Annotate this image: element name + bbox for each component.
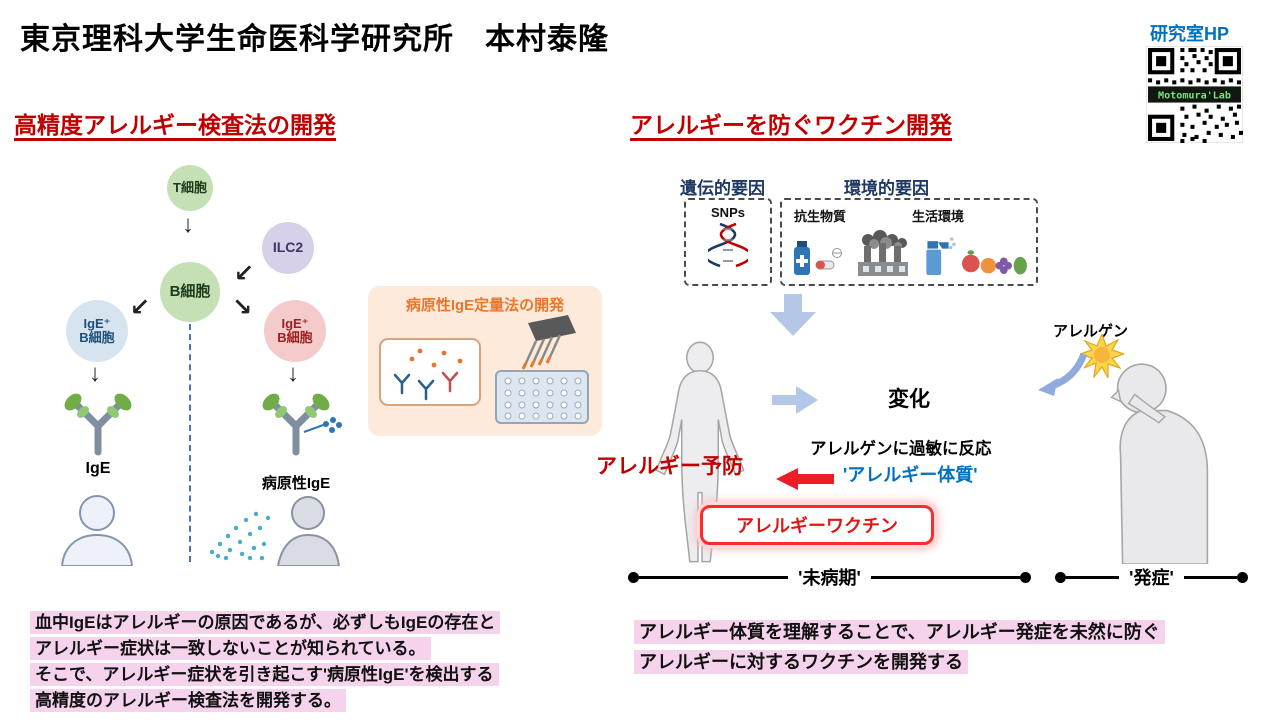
allergen-icon — [1078, 332, 1126, 383]
right-arrow-icon — [772, 386, 818, 419]
arrow-b-to-ige-right-icon: ↘ — [232, 294, 253, 321]
timeline-line — [1183, 575, 1237, 579]
ilc2-node: ILC2 — [262, 222, 314, 274]
living-environment-label: 生活環境 — [912, 209, 965, 224]
ige-label: IgE — [85, 460, 111, 477]
ilc2-label: ILC2 — [272, 239, 304, 256]
right-section-heading: アレルギーを防ぐワクチン開発 — [630, 112, 952, 138]
right-summary-line: アレルギー体質を理解することで、アレルギー発症を未然に防ぐ — [634, 618, 1165, 647]
t-cell-label: T細胞 — [173, 179, 207, 195]
page-title: 東京理科大学生命医科学研究所 本村泰隆 — [20, 23, 609, 56]
sneezing-man-icon — [1096, 350, 1238, 569]
ige-antibody-icon — [58, 392, 138, 461]
ige-b-left-line2: B細胞 — [79, 330, 115, 345]
qr-caption: Motomura'Lab — [1158, 91, 1231, 102]
arrow-to-ige-antibody-icon: ↓ — [89, 360, 101, 387]
constitution-label: 'アレルギー体質' — [843, 465, 978, 485]
timeline-dot — [1237, 571, 1248, 583]
vaccine-label: アレルギーワクチン — [736, 516, 898, 536]
spray-icon — [920, 232, 956, 285]
genetic-factor-label: 遺伝的要因 — [680, 179, 765, 198]
b-cell-label: B細胞 — [169, 282, 211, 300]
right-summary-line: アレルギーに対するワクチンを開発する — [634, 648, 1165, 677]
ige-b-right-line2: B細胞 — [277, 330, 313, 345]
right-summary: アレルギー体質を理解することで、アレルギー発症を未然に防ぐ アレルギーに対するワ… — [634, 618, 1165, 678]
assay-box: 病原性IgE定量法の開発 — [368, 286, 602, 436]
sneezing-person-icon — [206, 488, 348, 571]
arrow-t-to-b-icon: ↓ — [182, 211, 194, 238]
arrow-ilc2-to-b-icon: ↙ — [234, 260, 255, 287]
qr-code-image: Motomura'Lab — [1145, 45, 1244, 144]
human-body-silhouette — [634, 340, 766, 571]
antibiotics-label: 抗生物質 — [794, 209, 847, 224]
genetic-factor-box: SNPs — [684, 198, 772, 286]
b-cell-node: B細胞 — [160, 262, 220, 322]
timeline-dot — [1054, 571, 1066, 583]
snps-label: SNPs — [711, 205, 745, 220]
left-summary-line: 高精度のアレルギー検査法を開発する。 — [30, 688, 500, 713]
environmental-factor-label: 環境的要因 — [844, 179, 929, 198]
left-summary-line: アレルギー症状は一致しないことが知られている。 — [30, 636, 500, 661]
timeline: '未病期' '発症' — [628, 566, 1248, 588]
assay-illustration — [379, 315, 589, 424]
left-summary-line: そこで、アレルギー症状を引き起こす'病原性IgE'を検出する — [30, 662, 500, 687]
timeline-line — [1065, 575, 1120, 579]
ige-b-cell-left-node: IgE⁺ B細胞 — [66, 300, 128, 362]
arrow-to-pathogenic-antibody-icon: ↓ — [287, 360, 299, 387]
qr-code: Motomura'Lab — [1145, 45, 1244, 144]
ige-b-right-line1: IgE⁺ — [281, 315, 309, 331]
timeline-line — [870, 575, 1020, 579]
ige-b-left-line1: IgE⁺ — [83, 315, 111, 331]
timeline-line — [639, 575, 789, 579]
allergen-label: アレルゲン — [1053, 323, 1129, 340]
lab-hp-label: 研究室HP — [1150, 24, 1230, 44]
change-label: 変化 — [888, 388, 930, 411]
hypersensitive-label: アレルゲンに過敏に反応 — [810, 440, 992, 458]
left-summary: 血中IgEはアレルギーの原因であるが、必ずしもIgEの存在と アレルギー症状は一… — [30, 610, 501, 714]
left-summary-line: 血中IgEはアレルギーの原因であるが、必ずしもIgEの存在と — [30, 610, 501, 635]
healthy-person-icon — [52, 488, 142, 571]
timeline-dot — [1019, 571, 1031, 583]
left-section-heading: 高精度アレルギー検査法の開発 — [14, 112, 336, 138]
environmental-factor-box: 抗生物質 生活環境 — [780, 198, 1038, 286]
timeline-pre-disease-label: '未病期' — [798, 568, 861, 588]
food-icon — [958, 236, 1032, 285]
pathogenic-ige-label: 病原性IgE — [261, 475, 331, 492]
prevention-label: アレルギー予防 — [596, 455, 743, 478]
allergen-arrow-icon — [1036, 352, 1090, 403]
factory-icon — [854, 228, 912, 285]
red-left-arrow-icon — [776, 468, 834, 495]
divider-dashed-line — [189, 324, 191, 562]
assay-box-title: 病原性IgE定量法の開発 — [405, 297, 565, 314]
down-arrow-icon — [770, 294, 816, 341]
timeline-onset-label: '発症' — [1129, 568, 1174, 588]
medicine-icon — [790, 232, 844, 285]
timeline-dot — [628, 571, 639, 583]
t-cell-node: T細胞 — [167, 165, 213, 211]
pathogenic-ige-antibody-icon — [256, 392, 342, 461]
ige-b-cell-right-node: IgE⁺ B細胞 — [264, 300, 326, 362]
arrow-b-to-ige-left-icon: ↙ — [130, 294, 151, 321]
dna-icon — [686, 220, 770, 270]
vaccine-box: アレルギーワクチン — [700, 505, 934, 545]
